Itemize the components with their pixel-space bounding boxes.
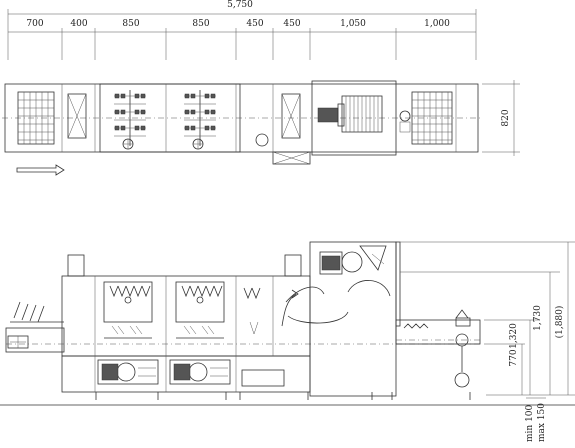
foot-adjust-max: max 150 <box>537 403 547 442</box>
height-dim-4: (1,880) <box>554 306 565 339</box>
section-dim-4: 850 <box>192 19 209 29</box>
spray-nozzle-icon <box>103 281 153 339</box>
wash-nozzles-1 <box>114 90 146 150</box>
section-dim-5: 450 <box>246 19 263 29</box>
plan-width-label: 820 <box>501 109 511 126</box>
overall-length-label: 5,750 <box>227 0 253 10</box>
foot-adjust-dimension: min 100 max 150 <box>525 397 547 442</box>
prewash-cross-box <box>67 93 87 139</box>
dryer-cross-box <box>281 93 301 139</box>
unload-grid <box>399 91 453 145</box>
foot-adjust-min: min 100 <box>525 404 535 442</box>
dryer-fan-plan <box>317 95 383 133</box>
pump-icon <box>169 359 231 385</box>
fan-icon <box>319 245 387 275</box>
section-dim-6: 450 <box>283 19 300 29</box>
overall-dimension: 5,750 <box>7 0 477 60</box>
height-dim-2: 1,320 <box>509 323 519 349</box>
flow-direction-arrow-icon <box>16 164 65 176</box>
motor-icon <box>317 107 339 123</box>
loading-rack <box>5 301 65 353</box>
section-dimensions: 700 400 850 850 450 450 1,050 1,000 <box>8 19 476 60</box>
height-dim-1: 770 <box>509 349 519 366</box>
spray-nozzle-icon <box>175 281 225 339</box>
section-dim-1: 700 <box>26 19 43 29</box>
elevation-view: 770 1,320 1,730 (1,880) min 100 max 150 <box>0 241 575 442</box>
section-dim-7: 1,050 <box>340 19 366 29</box>
rinse-pump-icon <box>255 133 269 147</box>
height-dimensions: 770 1,320 1,730 (1,880) <box>400 241 575 395</box>
outfeed-conveyor <box>395 309 481 388</box>
height-dim-3: 1,730 <box>533 305 543 331</box>
section-dim-2: 400 <box>70 19 87 29</box>
plan-view: 820 <box>2 80 520 165</box>
section-dim-8: 1,000 <box>424 19 450 29</box>
loading-grid <box>17 91 55 145</box>
pump-icon <box>97 359 159 385</box>
wash-nozzles-2 <box>184 90 216 150</box>
section-dim-3: 850 <box>122 19 139 29</box>
